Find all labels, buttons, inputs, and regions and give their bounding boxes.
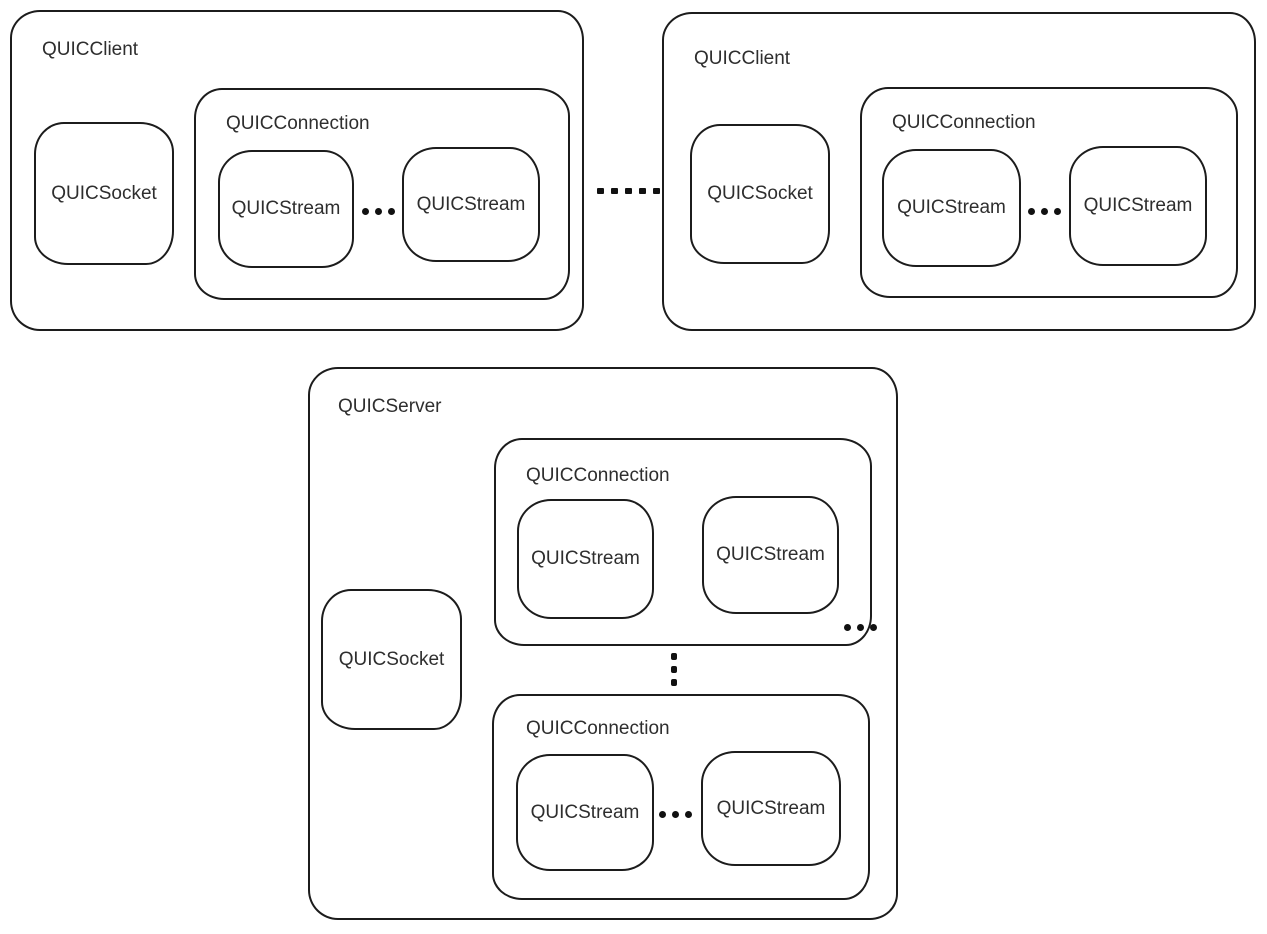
client1-stream1-box: QUICStream	[218, 150, 354, 268]
client1-connection-box: QUICConnection QUICStream QUICStream	[194, 88, 570, 300]
client2-box: QUICClient QUICSocket QUICConnection QUI…	[662, 12, 1256, 331]
client1-stream2-box: QUICStream	[402, 147, 540, 262]
client2-stream1-box: QUICStream	[882, 149, 1021, 267]
client1-stream1-label: QUICStream	[231, 198, 341, 219]
dotted-link-icon	[597, 188, 660, 194]
server-socket-box: QUICSocket	[321, 589, 462, 730]
server-connection2-stream1-label: QUICStream	[530, 801, 640, 823]
server-box: QUICServer QUICSocket QUICConnection QUI…	[308, 367, 898, 920]
client2-connection-box: QUICConnection QUICStream QUICStream	[860, 87, 1238, 298]
client1-connection-title: QUICConnection	[226, 113, 370, 134]
client2-title: QUICClient	[694, 48, 791, 69]
server-connection1-title: QUICConnection	[526, 465, 670, 486]
server-connection1-box: QUICConnection QUICStream QUICStream	[494, 438, 877, 646]
client1-box: QUICClient QUICSocket QUICConnection QUI…	[10, 10, 584, 331]
server-connection1-stream2-box: QUICStream	[702, 496, 839, 614]
server-connection1-stream2-label: QUICStream	[716, 544, 825, 565]
horizontal-ellipsis-icon	[659, 811, 692, 818]
client1-stream2-label: QUICStream	[416, 193, 526, 215]
horizontal-ellipsis-icon	[1028, 208, 1061, 215]
horizontal-ellipsis-icon	[844, 624, 877, 631]
client1-title: QUICClient	[42, 39, 139, 60]
server-connection1-stream1-label: QUICStream	[531, 548, 640, 569]
client1-socket-label: QUICSocket	[51, 182, 157, 204]
client2-stream1-label: QUICStream	[897, 197, 1006, 218]
server-socket-label: QUICSocket	[338, 648, 445, 670]
horizontal-ellipsis-icon	[362, 208, 395, 215]
server-connection2-stream2-box: QUICStream	[701, 751, 841, 866]
client2-stream2-label: QUICStream	[1083, 195, 1193, 216]
server-connection1-stream1-box: QUICStream	[517, 499, 654, 619]
vertical-ellipsis-icon	[671, 653, 677, 686]
client2-stream2-box: QUICStream	[1069, 146, 1207, 266]
client1-socket-box: QUICSocket	[34, 122, 174, 265]
client2-socket-label: QUICSocket	[707, 183, 813, 204]
server-connection2-stream1-box: QUICStream	[516, 754, 654, 871]
server-connection2-box: QUICConnection QUICStream QUICStream	[492, 694, 870, 900]
client2-socket-box: QUICSocket	[690, 124, 830, 264]
server-connection2-title: QUICConnection	[526, 718, 670, 739]
client2-connection-title: QUICConnection	[892, 112, 1036, 133]
server-title: QUICServer	[338, 396, 442, 417]
server-connection2-stream2-label: QUICStream	[716, 797, 826, 819]
